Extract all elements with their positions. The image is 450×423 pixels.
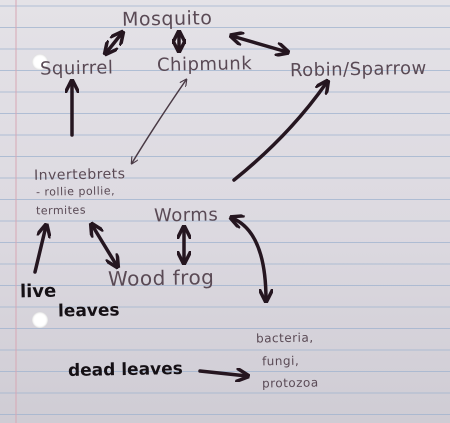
arrow-worms-robin: [232, 82, 327, 182]
binder-hole: [32, 312, 48, 328]
node-chipmunk: Chipmunk: [156, 53, 253, 76]
arrow-squirrel-mosquito: [106, 33, 122, 53]
arrow-chipmunk-invertebrates: [132, 80, 186, 163]
arrow-liveleaves-invertebrates: [33, 226, 46, 274]
binder-hole: [32, 54, 48, 70]
node-live-leaves-line2: leaves: [57, 300, 120, 322]
arrow-deadleaves-decomposers: [198, 371, 247, 376]
invertebrates-example-1: - rollie pollie,: [35, 184, 116, 199]
arrow-invertebrates-woodfrog: [92, 225, 117, 266]
node-robin-sparrow: Robin/Sparrow: [289, 57, 427, 82]
node-live-leaves-line1: live: [19, 280, 57, 303]
node-decomposers-line3: protozoa: [261, 375, 319, 391]
node-worms: Worms: [153, 204, 219, 227]
node-invertebrates: Invertebrets: [33, 166, 126, 184]
arrow-decomposers-worms: [232, 218, 266, 300]
node-decomposers-line2: fungi,: [261, 353, 300, 369]
node-wood-frog: Wood frog: [107, 265, 215, 291]
node-mosquito: Mosquito: [121, 7, 213, 31]
node-dead-leaves: dead leaves: [67, 358, 183, 382]
node-decomposers-line1: bacteria,: [255, 330, 314, 346]
invertebrates-example-2: termites: [35, 203, 87, 218]
node-squirrel: Squirrel: [39, 57, 114, 80]
arrow-mosquito-robin: [232, 36, 287, 52]
